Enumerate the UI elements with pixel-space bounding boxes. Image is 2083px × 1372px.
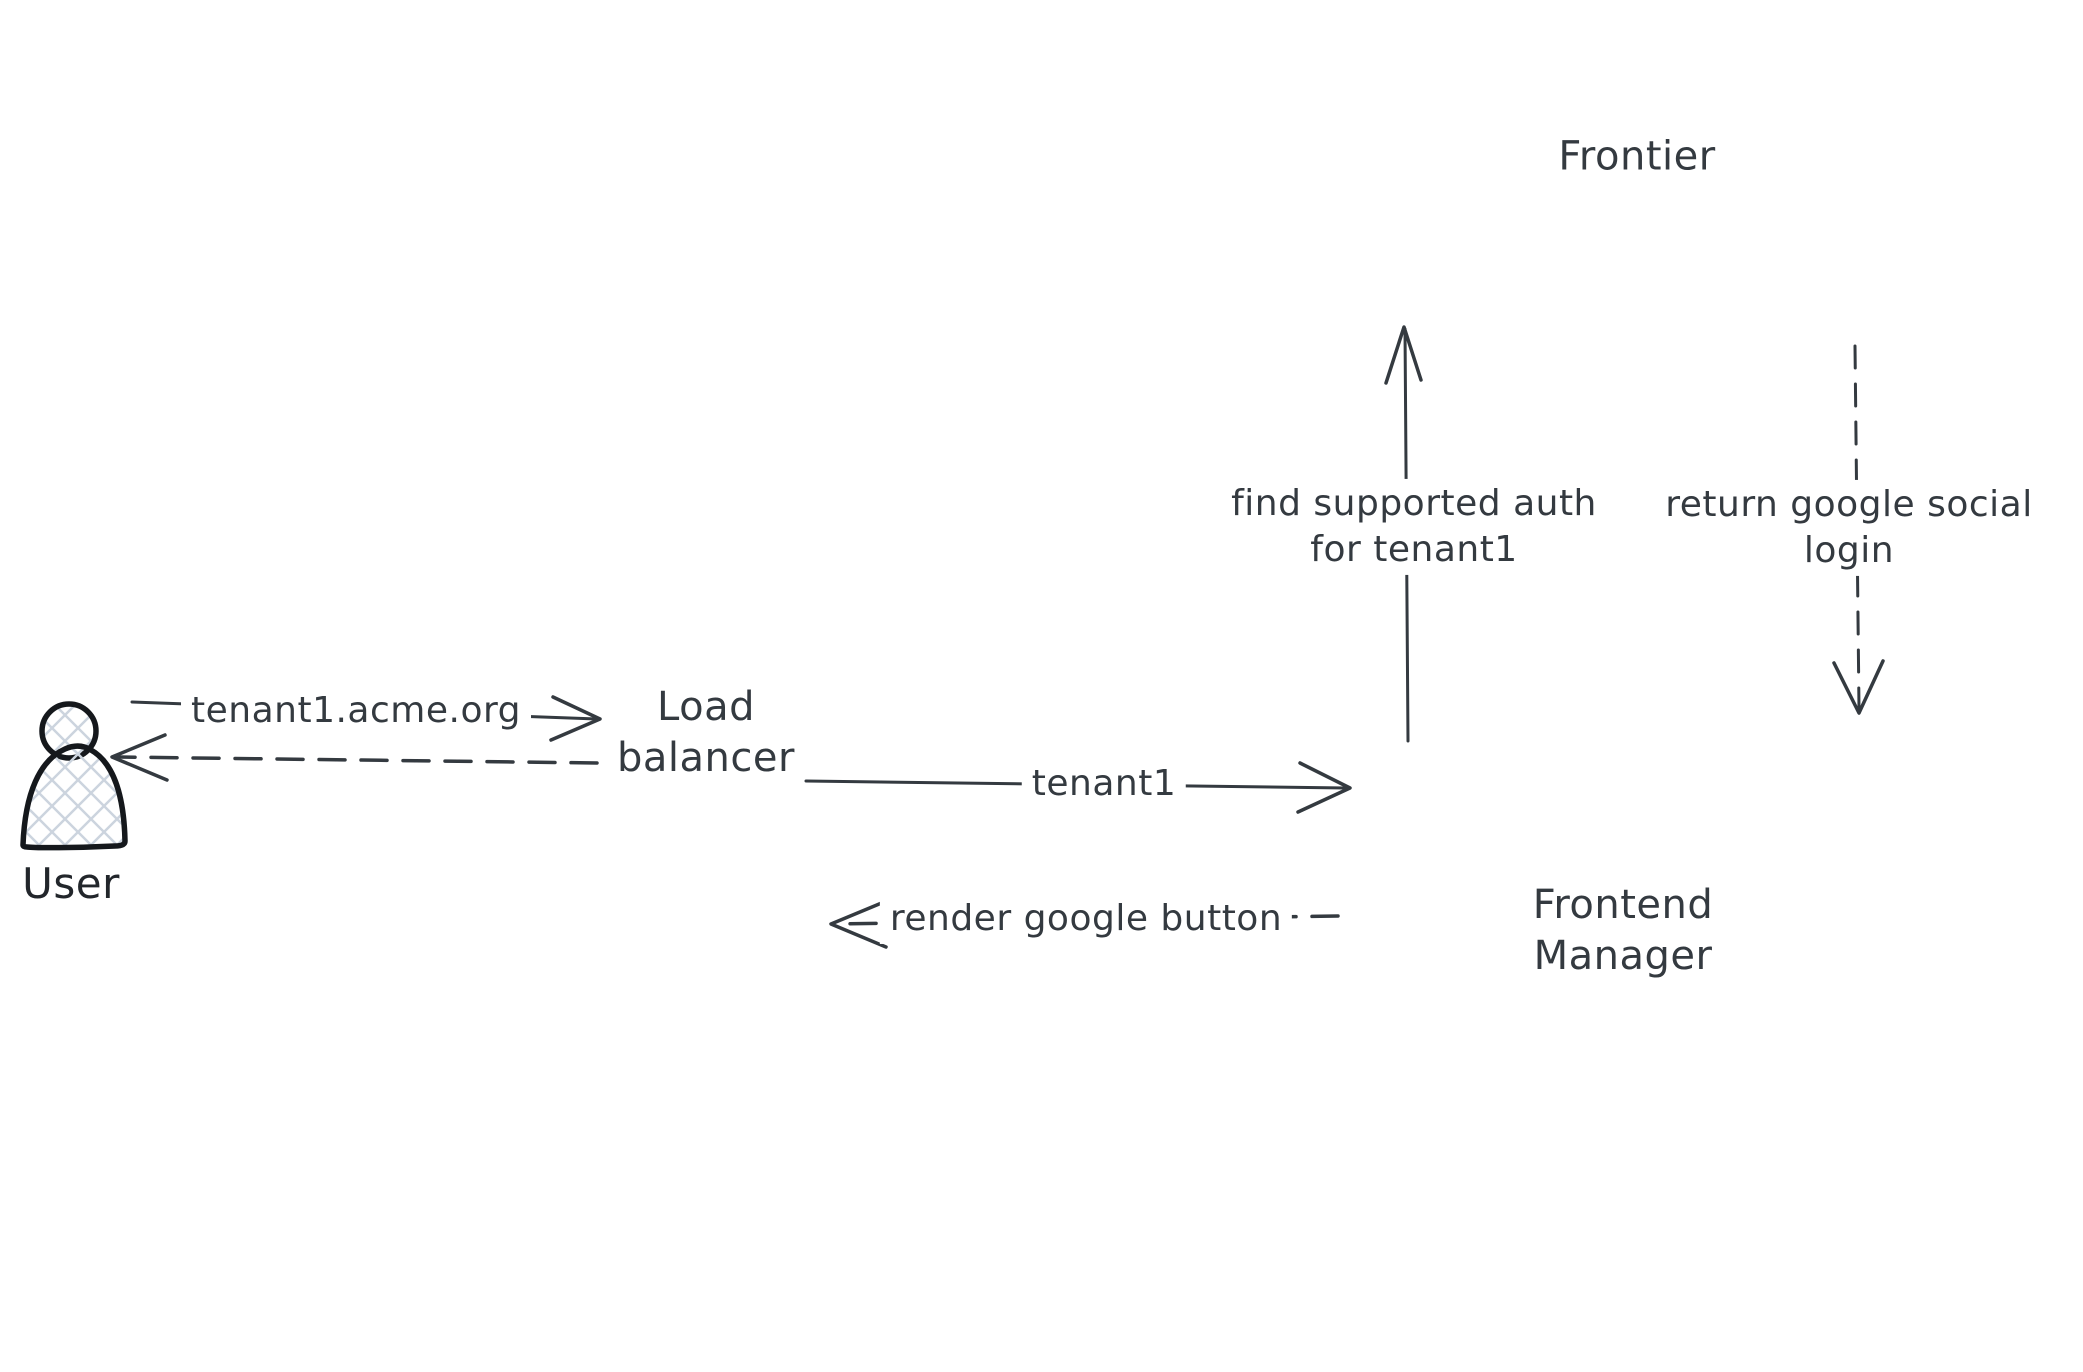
load-balancer-label-line1: Load (657, 683, 755, 730)
frontier-box (1413, 19, 1865, 296)
return-google-social-line2: login (1803, 530, 1895, 571)
find-supported-auth-line1: find supported auth (1231, 482, 1597, 524)
load-balancer-node-label: Load balancer (617, 682, 795, 784)
load-balancer-box (613, 104, 801, 1352)
frontend-manager-node-label: Frontend Manager (1533, 880, 1714, 982)
edge-label-return-google-social-login: return google social login (1655, 479, 2043, 577)
edge-label-tenant1: tenant1 (1021, 758, 1187, 810)
user-person-icon (20, 701, 128, 851)
frontend-manager-box (1383, 774, 1872, 1089)
user-node-label: User (22, 859, 120, 909)
edge-label-tenant1-acme-org: tenant1.acme.org (181, 685, 531, 737)
frontend-manager-label-line2: Manager (1533, 933, 1713, 979)
edge-load-balancer-to-user (110, 733, 599, 782)
return-google-social-line1: return google social (1665, 483, 2033, 525)
find-supported-auth-line2: for tenant1 (1310, 529, 1518, 570)
edge-label-find-supported-auth: find supported auth for tenant1 (1221, 478, 1607, 576)
edge-label-render-google-button: render google button (879, 893, 1293, 945)
edge-frontier-to-frontend-manager (1832, 344, 1885, 715)
load-balancer-label-line2: balancer (617, 735, 795, 781)
frontier-node-label: Frontier (1558, 133, 1716, 180)
frontend-manager-label-line1: Frontend (1532, 881, 1714, 928)
